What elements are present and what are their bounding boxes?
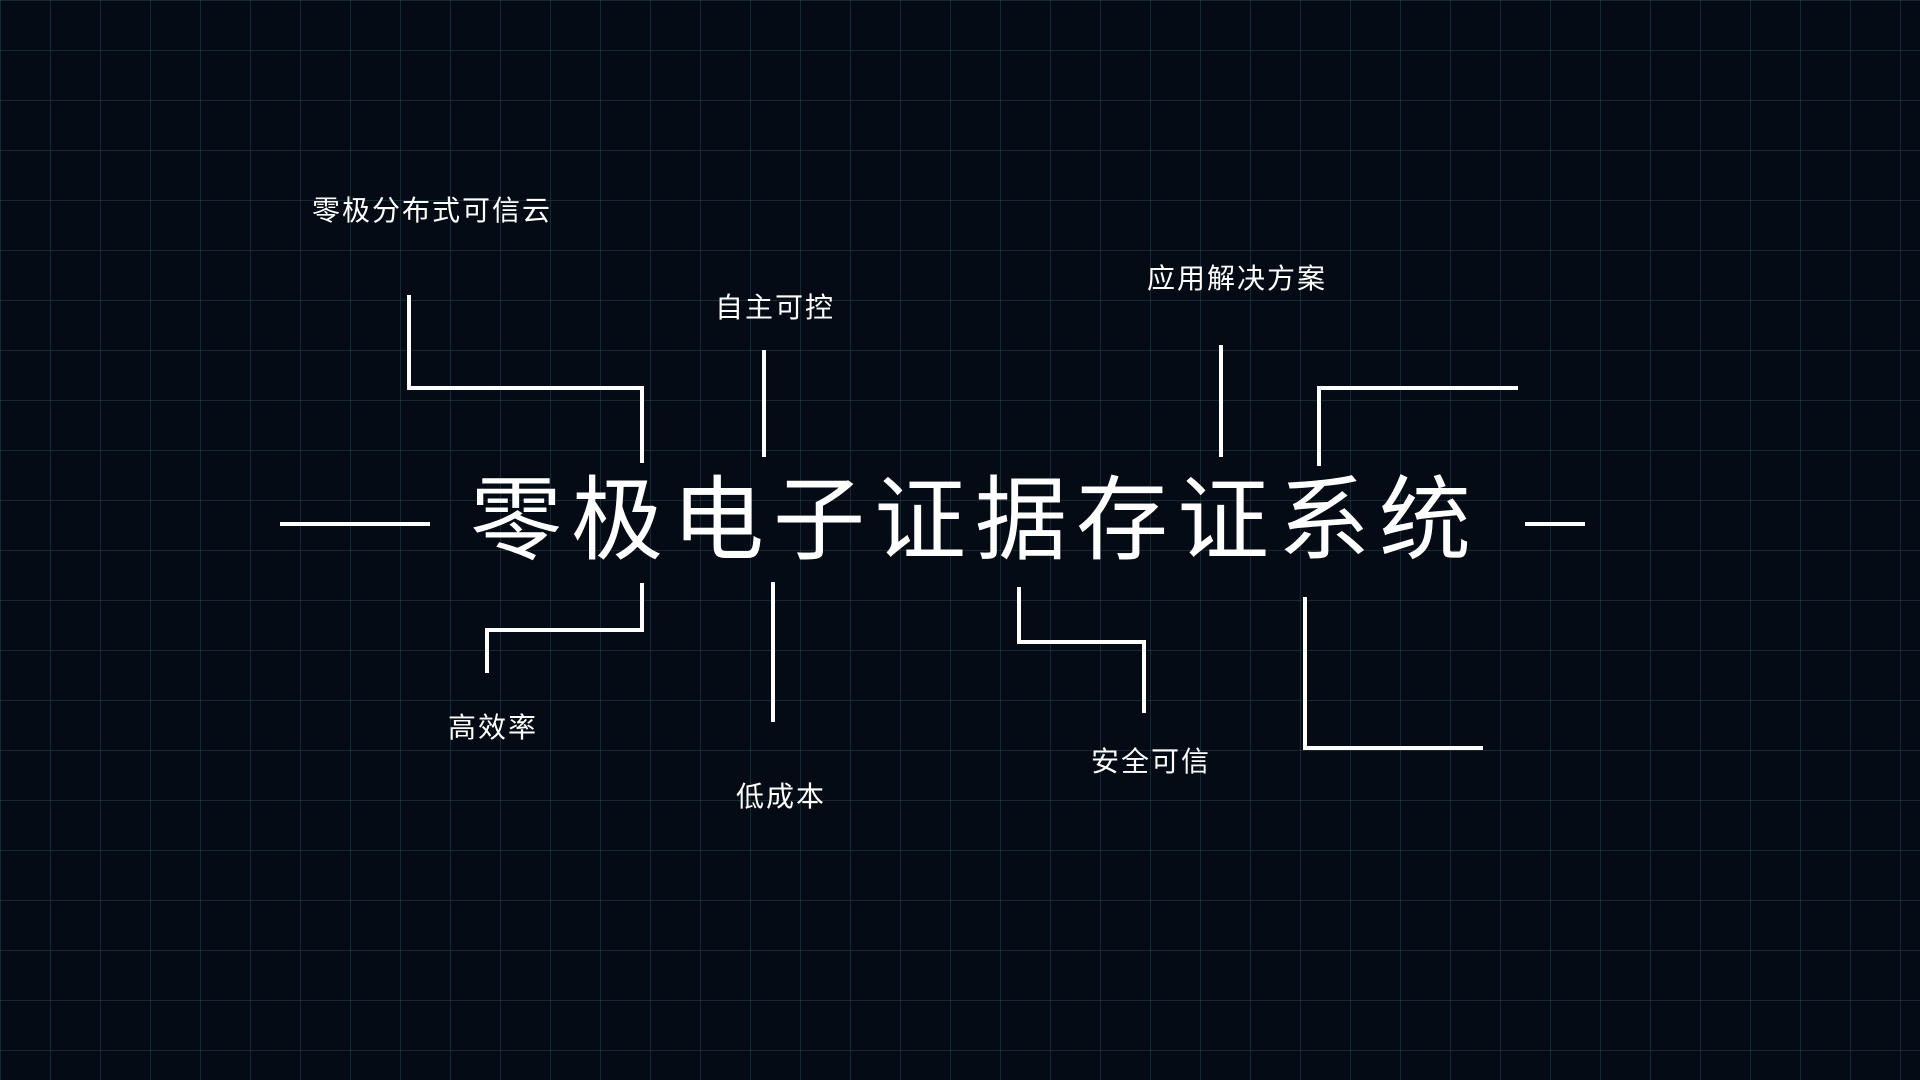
bracket-bottom-right-horizontal — [1303, 746, 1483, 750]
label-cloud: 零极分布式可信云 — [312, 194, 553, 227]
connector-efficiency-horizontal — [485, 628, 644, 632]
title-right-dash — [1525, 522, 1585, 526]
connector-cloud-horizontal — [407, 386, 644, 390]
bracket-bottom-right-vertical — [1303, 597, 1307, 750]
connector-solutions — [1219, 345, 1223, 457]
label-autonomous: 自主可控 — [715, 291, 836, 324]
connector-secure-rise — [1017, 587, 1021, 644]
bracket-top-right-horizontal — [1317, 386, 1518, 390]
connector-low-cost — [771, 582, 775, 722]
bracket-top-right-vertical — [1317, 386, 1321, 466]
connector-secure-drop — [1142, 640, 1146, 713]
label-low-cost: 低成本 — [736, 780, 827, 813]
main-title: 零极电子证据存证系统 — [470, 467, 1481, 574]
label-efficiency: 高效率 — [448, 711, 539, 744]
label-secure: 安全可信 — [1091, 745, 1212, 778]
connector-cloud-vertical — [407, 295, 411, 390]
title-left-dash — [280, 522, 430, 526]
connector-efficiency-rise — [640, 583, 644, 632]
connector-efficiency-drop — [485, 628, 489, 673]
connector-autonomous — [762, 350, 766, 457]
connector-cloud-drop — [640, 386, 644, 463]
connector-secure-horizontal — [1017, 640, 1146, 644]
label-solutions: 应用解决方案 — [1147, 262, 1328, 295]
